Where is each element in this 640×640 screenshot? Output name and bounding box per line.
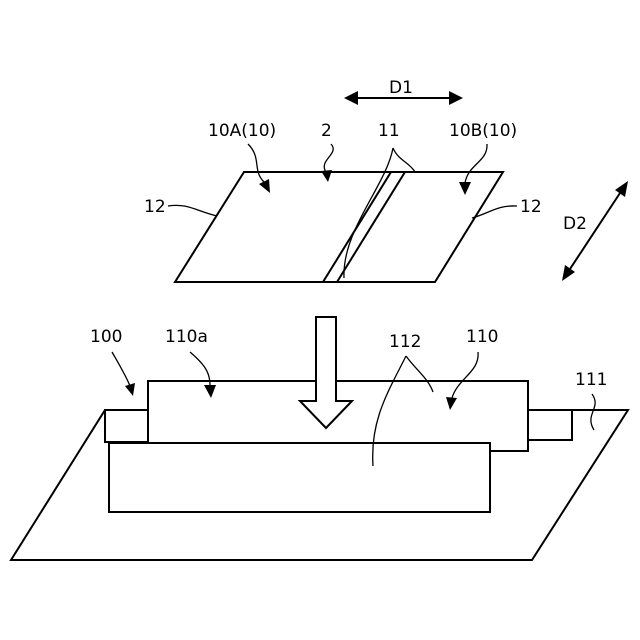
roller-shaft-cap-right: [528, 410, 572, 440]
label-12-left: 12: [144, 197, 166, 217]
leader-10b-arrowhead: [459, 182, 471, 195]
leader-100-arrowhead: [125, 383, 135, 396]
label-110: 110: [466, 327, 498, 347]
leader-2-arrowhead: [321, 170, 332, 182]
label-10a: 10A(10): [208, 121, 276, 141]
label-10b: 10B(10): [449, 121, 517, 141]
label-2: 2: [321, 121, 332, 141]
leader-10a: [248, 144, 264, 182]
label-111: 111: [575, 370, 607, 390]
direction-d2-label: D2: [563, 214, 587, 234]
leader-2: [324, 144, 333, 172]
label-100: 100: [90, 327, 122, 347]
front-block: [109, 443, 490, 512]
direction-d1-label: D1: [389, 78, 413, 98]
leader-100: [112, 352, 130, 386]
roller-shaft-cap-left: [105, 410, 148, 442]
leader-10b: [465, 144, 487, 183]
leader-12-left: [168, 205, 217, 216]
seam-line-right: [337, 172, 405, 282]
label-112: 112: [389, 332, 421, 352]
label-110a: 110a: [165, 327, 208, 347]
leader-10a-arrowhead: [259, 179, 270, 193]
leader-111: [591, 394, 595, 430]
upper-sheet: [175, 172, 503, 282]
label-11: 11: [378, 121, 400, 141]
leader-11-to-edge: [393, 148, 415, 172]
label-12-right: 12: [520, 197, 542, 217]
